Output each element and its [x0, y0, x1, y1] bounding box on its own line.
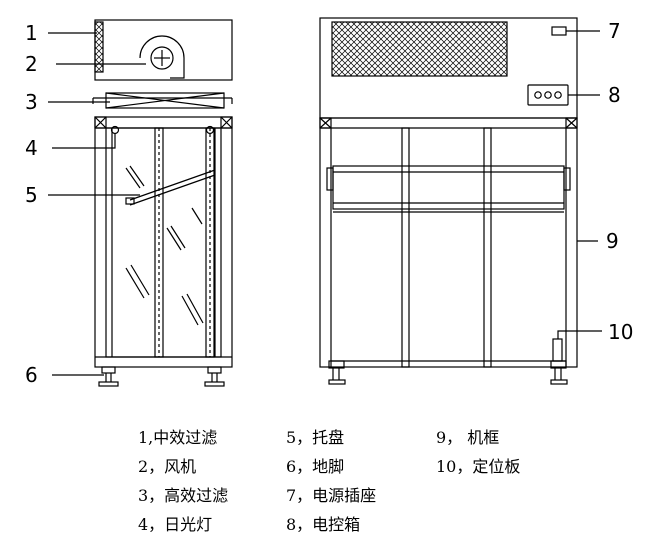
callout-6: 6: [25, 363, 38, 387]
tray: [125, 169, 216, 206]
side-view: [92, 19, 233, 387]
side-top-housing: [94, 19, 233, 81]
front-view: [319, 17, 578, 385]
legend-item: 10，定位板: [436, 457, 521, 476]
legend-item: 9， 机框: [436, 428, 500, 447]
side-body: [94, 116, 233, 368]
power-socket: [551, 26, 567, 36]
legend-item: 5，托盘: [286, 428, 345, 447]
feet: [98, 366, 225, 387]
left-leaders: [48, 32, 146, 376]
right-leaders: [557, 30, 602, 339]
front-feet: [328, 360, 568, 385]
callout-9: 9: [606, 229, 619, 253]
front-body: [319, 117, 578, 368]
legend-item: 1,中效过滤: [138, 428, 218, 447]
positioning-plate: [552, 338, 563, 362]
front-mesh-panel: [331, 21, 508, 77]
legend-item: 6，地脚: [286, 457, 345, 476]
callout-7: 7: [608, 19, 621, 43]
hepa-filter: [105, 92, 225, 109]
callout-1: 1: [25, 21, 38, 45]
medium-filter: [94, 21, 104, 73]
callout-8: 8: [608, 83, 621, 107]
callout-3: 3: [25, 90, 38, 114]
legend-item: 8，电控箱: [286, 515, 361, 534]
cabinet-diagram: 1 2 3 4 5 6 7 8 9 10: [25, 17, 633, 387]
front-tray: [326, 165, 571, 213]
callout-5: 5: [25, 183, 38, 207]
control-box: [527, 84, 569, 106]
callout-10: 10: [608, 320, 633, 344]
legend: 1,中效过滤 2，风机 3，高效过滤 4，日光灯 5，托盘 6，地脚 7，电源插…: [0, 425, 649, 545]
legend-item: 4，日光灯: [138, 515, 213, 534]
legend-item: 2，风机: [138, 457, 197, 476]
legend-item: 7，电源插座: [286, 486, 377, 505]
callout-4: 4: [25, 136, 38, 160]
fan-icon: [139, 35, 185, 79]
callout-2: 2: [25, 52, 38, 76]
legend-item: 3，高效过滤: [138, 486, 229, 505]
